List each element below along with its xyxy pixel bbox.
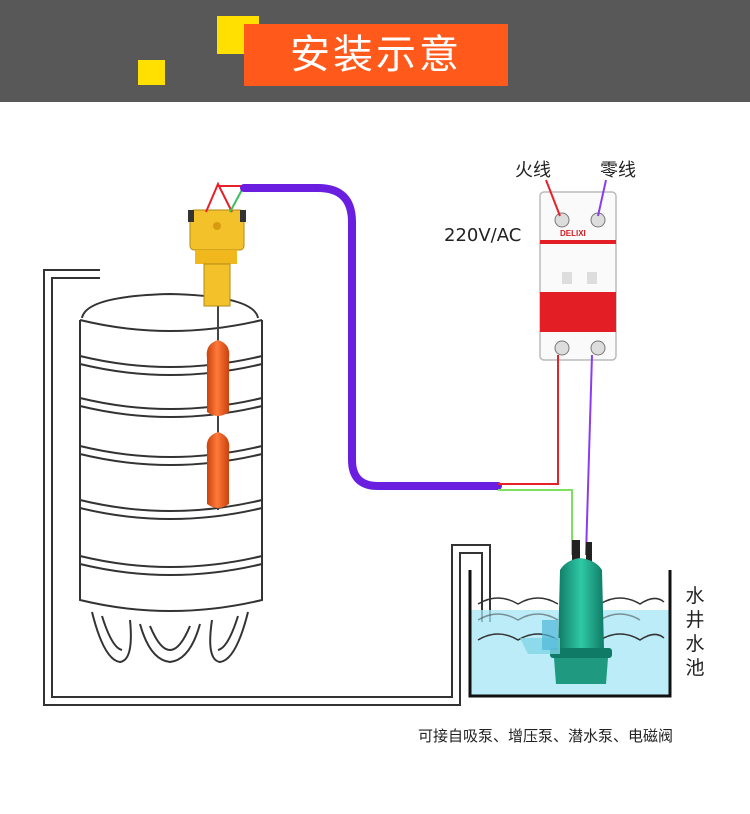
header-bar: 安装示意 <box>0 0 750 102</box>
well-label: 水 井 水 池 <box>684 584 706 680</box>
live-wire-in <box>545 179 561 217</box>
well-label-char: 水 <box>685 633 705 655</box>
compatibility-caption: 可接自吸泵、增压泵、潜水泵、电磁阀 <box>418 727 674 745</box>
neutral-wire-in <box>597 179 607 217</box>
well-label-char: 池 <box>685 657 705 679</box>
well-label-char: 井 <box>685 609 705 631</box>
pump-wires <box>498 354 593 556</box>
circuit-breaker: DELIXI <box>539 191 617 361</box>
submersible-pump <box>520 540 612 684</box>
water-pipe <box>43 269 491 706</box>
float-level-switch <box>188 181 246 510</box>
neutral-wire-label: 零线 <box>600 160 636 181</box>
tank-stand <box>91 611 249 664</box>
voltage-label: 220V/AC <box>444 225 522 246</box>
breaker-brand: DELIXI <box>560 229 586 238</box>
live-wire-label: 火线 <box>515 160 551 181</box>
water-tank <box>79 292 263 612</box>
signal-cable <box>240 184 502 490</box>
page-title: 安装示意 <box>244 24 508 86</box>
well-label-char: 水 <box>685 585 705 607</box>
installation-diagram: DELIXI <box>43 179 672 706</box>
decor-square-small <box>138 60 165 85</box>
